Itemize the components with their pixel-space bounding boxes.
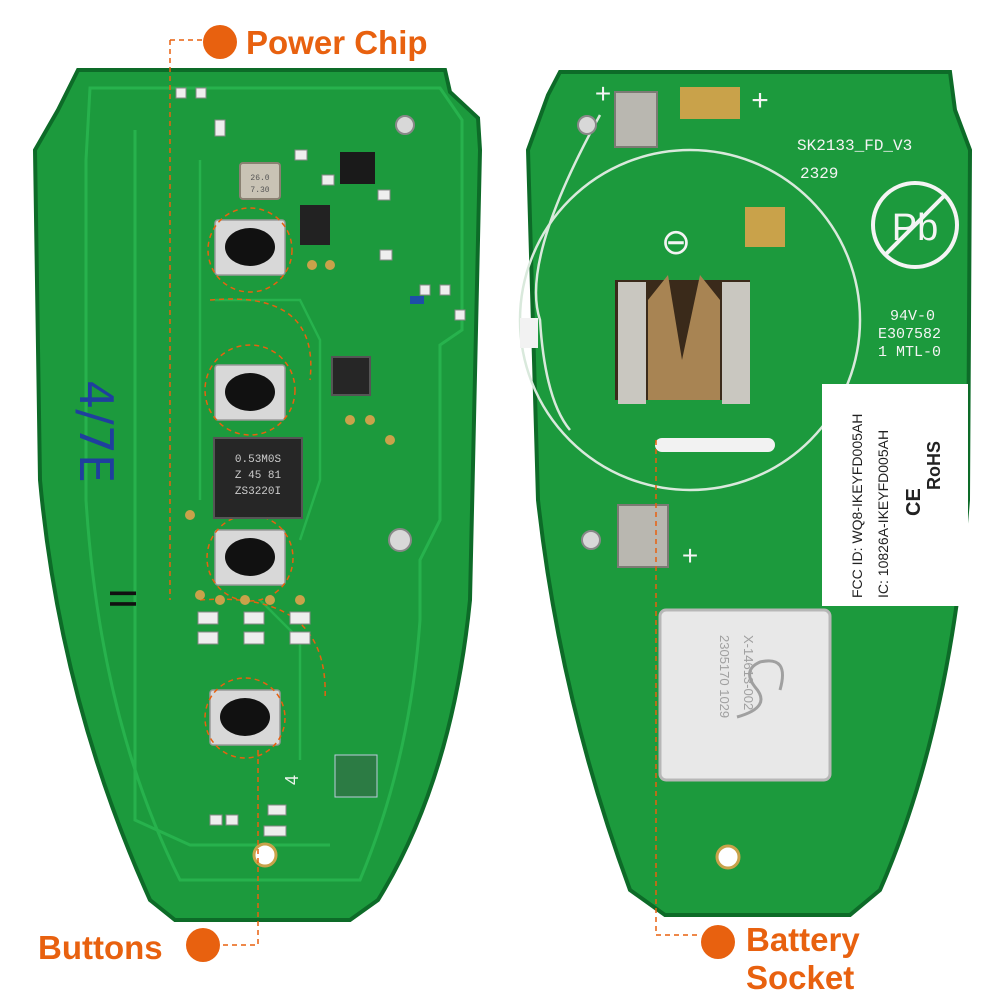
right-pcb: + + SK2133_FD_V3 2329 Pb 94V-0 E307582 1… bbox=[518, 70, 973, 936]
small-ic bbox=[331, 356, 371, 396]
svg-text:Pb: Pb bbox=[892, 207, 938, 249]
shield-can: X-14613-002 2305170 1029 bbox=[658, 608, 832, 782]
svg-text:E307582: E307582 bbox=[878, 326, 941, 343]
svg-text:IC: 10826A-IKEYFD005AH: IC: 10826A-IKEYFD005AH bbox=[875, 430, 891, 598]
buttons-callout: Buttons bbox=[38, 929, 163, 966]
svg-text:FCC ID: WQ8-IKEYFD005AH: FCC ID: WQ8-IKEYFD005AH bbox=[849, 414, 865, 598]
model-text: SK2133_FD_V3 bbox=[797, 137, 912, 155]
svg-text:ZS3220I: ZS3220I bbox=[235, 486, 281, 498]
bottom-contact-clip bbox=[617, 504, 669, 568]
tactile-button-4 bbox=[209, 689, 281, 746]
crystal-text: 26.0 bbox=[250, 174, 269, 183]
orange-dot-icon bbox=[701, 925, 735, 959]
callout-markers bbox=[170, 25, 735, 962]
svg-text:+: + bbox=[751, 84, 769, 117]
left-pcb-inner-trace bbox=[84, 86, 464, 882]
top-contact-clip bbox=[614, 91, 658, 148]
handwriting-marks-lower: II bbox=[101, 588, 142, 609]
handwriting-mark: 4/7E bbox=[69, 380, 123, 483]
power-chip bbox=[340, 152, 375, 184]
svg-text:Z 45 81: Z 45 81 bbox=[235, 470, 282, 482]
qr-code bbox=[334, 754, 378, 798]
battery-callout-line2: Socket bbox=[746, 959, 855, 996]
battery-socket-callout: Battery Socket bbox=[746, 921, 860, 997]
svg-text:94V-0: 94V-0 bbox=[890, 308, 935, 325]
svg-text:X-14613-002: X-14613-002 bbox=[741, 635, 756, 710]
tactile-button-3 bbox=[214, 529, 286, 586]
date-code: 2329 bbox=[800, 165, 838, 183]
swirl-logo-icon bbox=[736, 659, 784, 719]
battery-callout-line1: Battery bbox=[746, 921, 860, 958]
left-pcb: 26.0 7.30 bbox=[32, 40, 483, 922]
orange-dot-icon bbox=[203, 25, 237, 59]
svg-text:1 MTL-0: 1 MTL-0 bbox=[878, 344, 941, 361]
board-number: 4 bbox=[282, 775, 302, 785]
crystal-oscillator bbox=[239, 162, 281, 200]
tactile-button-2 bbox=[214, 364, 286, 421]
ce-mark-icon: CE bbox=[903, 488, 925, 516]
power-chip-callout: Power Chip bbox=[246, 24, 428, 61]
fcc-label: FCC ID: WQ8-IKEYFD005AH IC: 10826A-IKEYF… bbox=[822, 384, 968, 606]
svg-text:+: + bbox=[682, 540, 698, 571]
battery-contact bbox=[615, 275, 750, 404]
minus-symbol: ⊖ bbox=[661, 221, 691, 262]
keyring-hole-left bbox=[252, 842, 278, 868]
keyring-hole-right bbox=[715, 844, 741, 870]
lead-free-icon: Pb bbox=[871, 181, 959, 269]
main-ic: 0.53M0S Z 45 81 ZS3220I bbox=[213, 437, 303, 519]
orange-dot-icon bbox=[186, 928, 220, 962]
tactile-button-1 bbox=[214, 219, 286, 276]
svg-text:RoHS: RoHS bbox=[924, 441, 944, 490]
svg-text:+: + bbox=[595, 78, 611, 109]
svg-text:0.53M0S: 0.53M0S bbox=[235, 454, 282, 466]
svg-text:7.30: 7.30 bbox=[250, 186, 269, 195]
top-gold-pad bbox=[680, 87, 740, 119]
svg-text:2305170 1029: 2305170 1029 bbox=[717, 635, 732, 718]
